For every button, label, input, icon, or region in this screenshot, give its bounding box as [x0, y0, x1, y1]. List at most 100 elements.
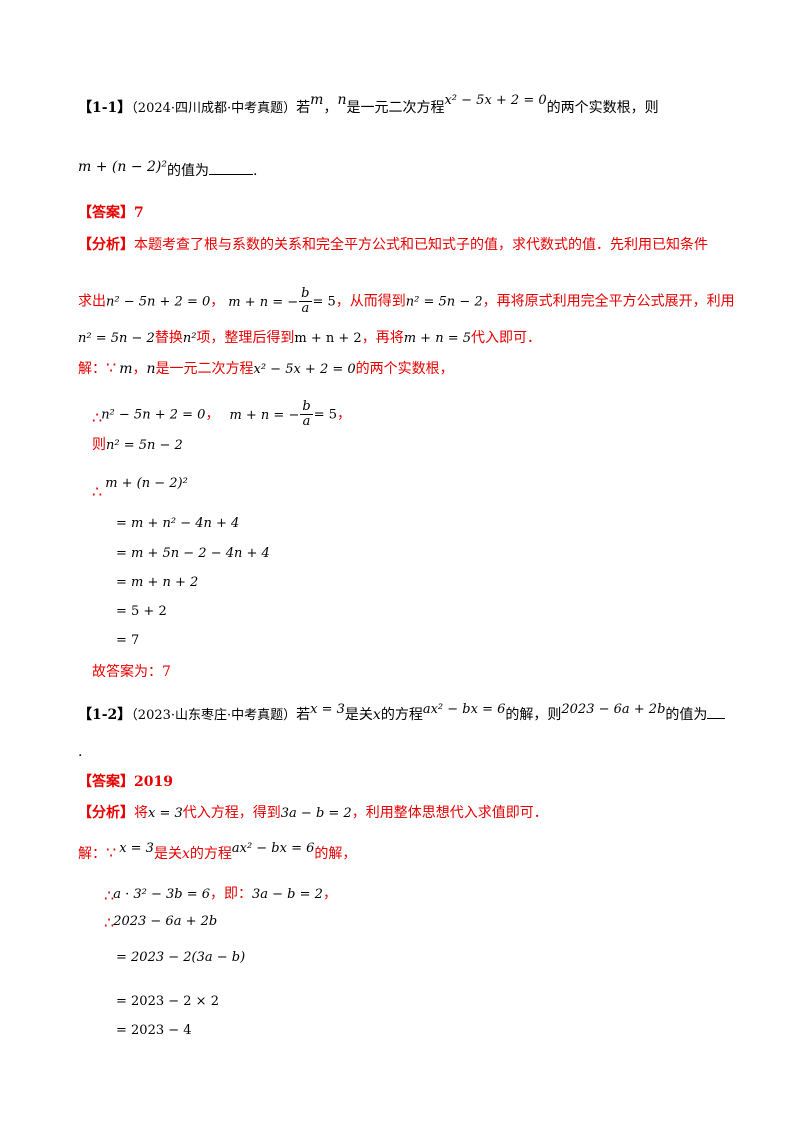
q1-analysis-math: m + n + 2	[294, 331, 362, 346]
q1-text: ，	[323, 100, 338, 116]
q2-analysis-text: ，利用整体思想代入求值即可．	[351, 805, 548, 821]
q2-answer-label: 【答案】	[78, 774, 134, 790]
q1-step: = m + 5n − 2 − 4n + 4	[116, 546, 270, 561]
therefore-symbol: ∴	[92, 482, 102, 501]
q1-text: 的值为	[167, 163, 209, 179]
q1-analysis-text: ，从而得到	[335, 293, 406, 310]
q2-solution-math: a · 3² − 3b = 6	[113, 887, 210, 902]
q1-var-n: n	[337, 92, 347, 108]
q1-text: 是一元二次方程	[346, 100, 445, 116]
q2-analysis-math: 3a − b = 2	[280, 806, 352, 821]
q1-solution-text: 是一元二次方程	[155, 361, 254, 377]
q2-solution-text: ，即：	[210, 886, 252, 902]
q2-solution-line3: ∴2023 − 6a + 2b	[104, 910, 217, 932]
q1-stem-line1: 【1-1】（2024·四川成都·中考真题）若m，n是一元二次方程x² − 5x …	[78, 92, 659, 119]
q1-fraction-numerator: b	[300, 399, 313, 415]
q1-analysis-math: n² − 5n + 2 = 0	[106, 294, 211, 310]
q2-text: 是关	[344, 707, 373, 723]
q1-analysis-math: m + n = −	[228, 294, 299, 310]
q1-answer-label: 【答案】	[78, 205, 134, 221]
q1-analysis-text: ，再将	[361, 330, 404, 346]
q1-step: = m + n² − 4n + 4	[116, 516, 240, 531]
q1-analysis-math: n² = 5n − 2	[405, 294, 483, 310]
q1-analysis-math: n²	[182, 331, 197, 346]
q2-label: 【1-2】	[78, 707, 132, 723]
therefore-symbol: ∴	[92, 407, 102, 427]
q2-solution-text: ，	[322, 886, 337, 902]
q1-analysis-text: 求出	[78, 293, 106, 310]
q2-analysis-math: x = 3	[148, 806, 183, 821]
q1-solution-math: n	[146, 361, 156, 377]
q2-source: （2023·山东枣庄·中考真题）	[131, 708, 297, 723]
q1-solution-label: 解：	[78, 361, 106, 377]
q1-analysis-text: 项，整理后得到	[196, 330, 295, 346]
q1-text: .	[253, 163, 258, 179]
q1-solution-math: n² = 5n − 2	[106, 438, 183, 453]
q1-step: = m + n + 2	[116, 575, 199, 590]
because-symbol: ∵	[106, 843, 116, 862]
q2-analysis-text: 将	[134, 805, 148, 821]
because-symbol: ∵	[106, 358, 116, 377]
q2-step: = 2023 − 4	[116, 1023, 192, 1038]
q2-text: 若	[296, 707, 311, 723]
q1-analysis-math: = 5	[312, 294, 336, 310]
q2-solution-math: x	[181, 846, 190, 862]
q2-solution-math: 3a − b = 2	[252, 887, 323, 902]
q2-step: = 2023 − 2(3a − b)	[116, 950, 246, 965]
q2-analysis-label: 【分析】	[78, 805, 134, 821]
q2-text: 的值为	[665, 707, 708, 723]
q1-solution-math: m	[119, 361, 133, 377]
q1-analysis-math: n² = 5n − 2	[78, 331, 155, 346]
q1-var-m: m	[310, 92, 324, 108]
q1-text: 若	[296, 100, 311, 116]
q2-solution-text: 是关	[153, 846, 182, 862]
q2-solution-math: ax² − bx = 6	[231, 841, 315, 856]
q2-stem-line1: 【1-2】（2023·山东枣庄·中考真题）若x = 3是关x的方程ax² − b…	[78, 702, 726, 726]
q1-solution-math: m + n = −	[229, 407, 300, 423]
q1-fraction-denominator: a	[302, 414, 311, 429]
q1-solution-text: ，	[336, 406, 351, 423]
q2-text: 的方程	[380, 707, 423, 723]
q2-equation: ax² − bx = 6	[422, 702, 506, 717]
q1-solution-math: = 5	[313, 407, 337, 423]
q1-step: = 7	[116, 633, 140, 648]
q1-solution-math: m + (n − 2)²	[105, 476, 188, 491]
q1-equation: x² − 5x + 2 = 0	[444, 93, 547, 108]
q1-fraction-denominator: a	[301, 301, 310, 316]
q1-solution-text: 则	[92, 437, 106, 453]
q1-fraction-numerator: b	[299, 286, 312, 302]
q1-text: 的两个实数根，则	[546, 100, 659, 116]
q2-answer-value: 2019	[134, 774, 173, 790]
q1-solution-line1: 解：∵m，n是一元二次方程x² − 5x + 2 = 0的两个实数根，	[78, 358, 454, 380]
q1-answer-blank	[209, 160, 253, 175]
q2-solution-text: 的解，	[314, 846, 357, 862]
q2-stem-end: .	[78, 744, 83, 760]
q1-solution-line4: ∴m + (n − 2)²	[92, 472, 188, 501]
q2-answer-blank	[707, 704, 726, 719]
q1-expression: m + (n − 2)²	[78, 159, 167, 175]
q2-text: 的解，则	[505, 707, 562, 723]
q1-solution-text: ，	[205, 406, 220, 423]
q2-answer: 【答案】2019	[78, 772, 173, 792]
q1-analysis-line1: 【分析】本题考查了根与系数的关系和完全平方公式和已知式子的值，求代数式的值．先利…	[78, 235, 708, 255]
therefore-symbol: ∴	[104, 913, 114, 932]
therefore-symbol: ∴	[104, 886, 114, 905]
q1-step: = 5 + 2	[116, 604, 167, 619]
q1-analysis-text: 代入即可．	[471, 330, 542, 346]
q2-solution-line2: ∴a · 3² − 3b = 6，即：3a − b = 2，	[104, 883, 337, 905]
q2-analysis-text: 代入方程，得到	[182, 805, 281, 821]
q1-solution-text: 的两个实数根，	[355, 361, 454, 377]
q1-solution-math: n² − 5n + 2 = 0	[101, 407, 206, 423]
q2-solution-math: 2023 − 6a + 2b	[113, 914, 218, 929]
q1-analysis-line3: n² = 5n − 2替换n²项，整理后得到m + n + 2，再将m + n …	[78, 328, 541, 349]
q1-solution-math: x² − 5x + 2 = 0	[253, 362, 356, 377]
q2-math: x	[372, 707, 381, 723]
q2-solution-label: 解：	[78, 846, 106, 862]
q1-answer-value: 7	[134, 205, 144, 221]
q1-solution-text: ，	[132, 361, 147, 377]
q2-solution-math: x = 3	[119, 841, 154, 856]
